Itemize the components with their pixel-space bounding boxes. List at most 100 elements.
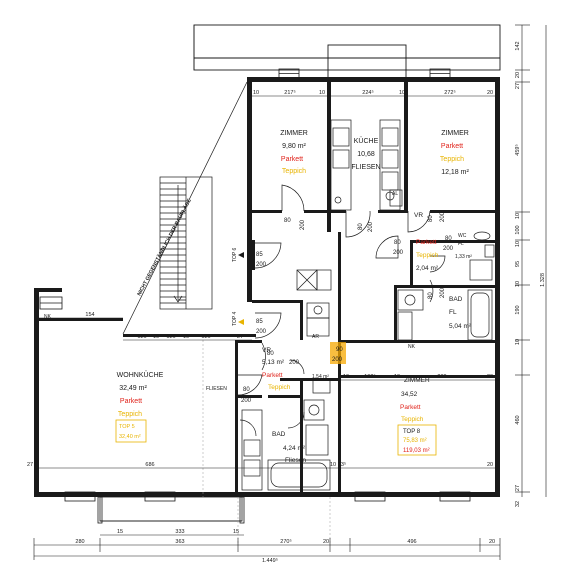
door-width: 90 bbox=[336, 347, 343, 353]
door-height: 200 bbox=[256, 262, 267, 268]
bottom-windows bbox=[39, 296, 471, 524]
door-width: 80 bbox=[394, 240, 401, 246]
top8-box: TOP 8 75,83 m² 119,03 m² bbox=[397, 424, 437, 456]
wc-fl-label: FL bbox=[458, 241, 464, 247]
top8-area-1: 75,83 m² bbox=[403, 438, 427, 444]
axes bbox=[202, 340, 331, 545]
dim-right: 10 bbox=[515, 339, 521, 345]
dimension-texts-right: 142 20 27 459⁵ 10 100 10 95 10 190 10 46… bbox=[514, 41, 546, 507]
entrance-markers bbox=[238, 252, 244, 325]
room-floor: Parkett bbox=[441, 143, 463, 150]
nk-label: NK bbox=[44, 314, 52, 320]
dim-bottom: 20 bbox=[489, 539, 495, 545]
dim-mid: 10 bbox=[183, 334, 189, 340]
room-area: 9,80 m² bbox=[282, 143, 306, 150]
room-name: ZIMMER bbox=[280, 130, 308, 137]
door-swings bbox=[237, 184, 446, 437]
dim-wk: 20 bbox=[487, 462, 493, 468]
door-height: 200 bbox=[332, 357, 343, 363]
dim-right: 32 bbox=[515, 501, 521, 507]
dim-mid: 126 bbox=[137, 334, 146, 340]
door-height: 200 bbox=[368, 221, 374, 232]
door-width: 80 bbox=[358, 223, 364, 230]
room-floor: Parkett bbox=[281, 156, 303, 163]
dim-bottom: 496 bbox=[407, 539, 416, 545]
dim-right: 142 bbox=[515, 41, 521, 50]
dim-wk: 27 bbox=[27, 462, 33, 468]
dimension-texts: 217⁵ 10 224⁵ 10 272⁵ 20 10 154 126 10 12… bbox=[27, 89, 495, 564]
dim-right: 27 bbox=[515, 83, 521, 89]
room-floor: Parkett bbox=[262, 372, 283, 379]
dim-right-total: 1.328 bbox=[540, 273, 546, 287]
dim-mid: 126 bbox=[166, 334, 175, 340]
top5-box: TOP 5 32,40 m² bbox=[115, 419, 147, 443]
bathroom-fixtures bbox=[267, 189, 495, 491]
room-area: 5,13 m² bbox=[262, 359, 285, 366]
room-area: 4,24 m² bbox=[283, 445, 306, 452]
dim-total: 1.449⁵ bbox=[262, 557, 278, 564]
top4-label: TOP 4 bbox=[232, 312, 238, 326]
room-name: BAD bbox=[272, 431, 286, 438]
dim-bottom: 270⁵ bbox=[280, 538, 291, 545]
top8-label: TOP 8 bbox=[403, 429, 421, 435]
door-height: 200 bbox=[440, 287, 446, 298]
dim-bottom: 20 bbox=[323, 539, 329, 545]
dim-mid: 10 bbox=[394, 374, 400, 380]
ar-area: 1,54 m² bbox=[312, 374, 329, 380]
room-cover: Teppich bbox=[416, 252, 439, 259]
dim-top: 224⁵ bbox=[362, 89, 373, 96]
dimension-lines bbox=[33, 24, 547, 560]
room-floor: Parkett bbox=[400, 404, 421, 411]
dim-bottom-upper: 333 bbox=[175, 529, 184, 535]
room-name: ZIMMER bbox=[441, 130, 469, 137]
door-width: 80 bbox=[284, 218, 291, 224]
dim-wk: 686 bbox=[145, 462, 154, 468]
nk-label: NK bbox=[408, 344, 416, 350]
door-height: 200 bbox=[256, 329, 267, 335]
door-height: 200 bbox=[300, 219, 306, 230]
dim-right: 10 bbox=[515, 241, 521, 247]
dim-right: 100 bbox=[515, 225, 521, 234]
dim-mid: 10 bbox=[153, 334, 159, 340]
door-height: 200 bbox=[241, 398, 252, 404]
dim-mid: 27 bbox=[237, 334, 243, 340]
room-name: VR bbox=[414, 212, 423, 219]
dim-mid: 154 bbox=[85, 312, 94, 318]
room-area: 5,04 m² bbox=[449, 323, 472, 330]
door-width: 80 bbox=[428, 215, 434, 222]
staircase bbox=[122, 25, 248, 335]
door-width: 80 bbox=[445, 236, 452, 242]
room-cover: Teppich bbox=[401, 416, 424, 423]
door-width: 80 bbox=[243, 387, 250, 393]
wc-label: WC bbox=[458, 233, 467, 239]
dim-right: 10 bbox=[515, 213, 521, 219]
room-name: BAD bbox=[449, 296, 463, 303]
fliesen-label: FLIESEN bbox=[206, 386, 227, 392]
dim-bottom-upper: 15 bbox=[233, 529, 239, 535]
room-labels-small: VR 5,13 m² Parkett Teppich VR Parkett Te… bbox=[262, 212, 472, 464]
ar-label: AR bbox=[312, 334, 319, 340]
room-name: KÜCHE bbox=[354, 137, 379, 145]
dim-right: 459⁵ bbox=[514, 144, 521, 155]
dim-top: 272⁵ bbox=[444, 89, 455, 96]
dim-right: 190 bbox=[515, 305, 521, 314]
dim-wk: 10 bbox=[330, 462, 336, 468]
room-area: 2,04 m² bbox=[416, 265, 439, 272]
door-height: 200 bbox=[393, 250, 404, 256]
dim-bottom: 363 bbox=[175, 539, 184, 545]
dim-right: 10 bbox=[515, 281, 521, 287]
door-width: 85 bbox=[256, 252, 263, 258]
room-cover: Teppich bbox=[118, 411, 142, 418]
room-cover: Teppich bbox=[440, 156, 464, 163]
top5-label: TOP 6 bbox=[232, 248, 238, 262]
top8-area-2: 119,03 m² bbox=[403, 448, 430, 454]
al-label: AL bbox=[392, 191, 398, 197]
room-floor: Parkett bbox=[416, 239, 437, 246]
room-floor: Fliesen bbox=[285, 457, 306, 464]
door-width: 85 bbox=[256, 319, 263, 325]
room-name: WOHNKÜCHE bbox=[117, 371, 164, 379]
wc-area: 1,33 m² bbox=[455, 254, 472, 260]
dim-mid: 280 bbox=[437, 374, 446, 380]
dim-top: 20 bbox=[487, 90, 493, 96]
room-floor: Parkett bbox=[120, 398, 142, 405]
